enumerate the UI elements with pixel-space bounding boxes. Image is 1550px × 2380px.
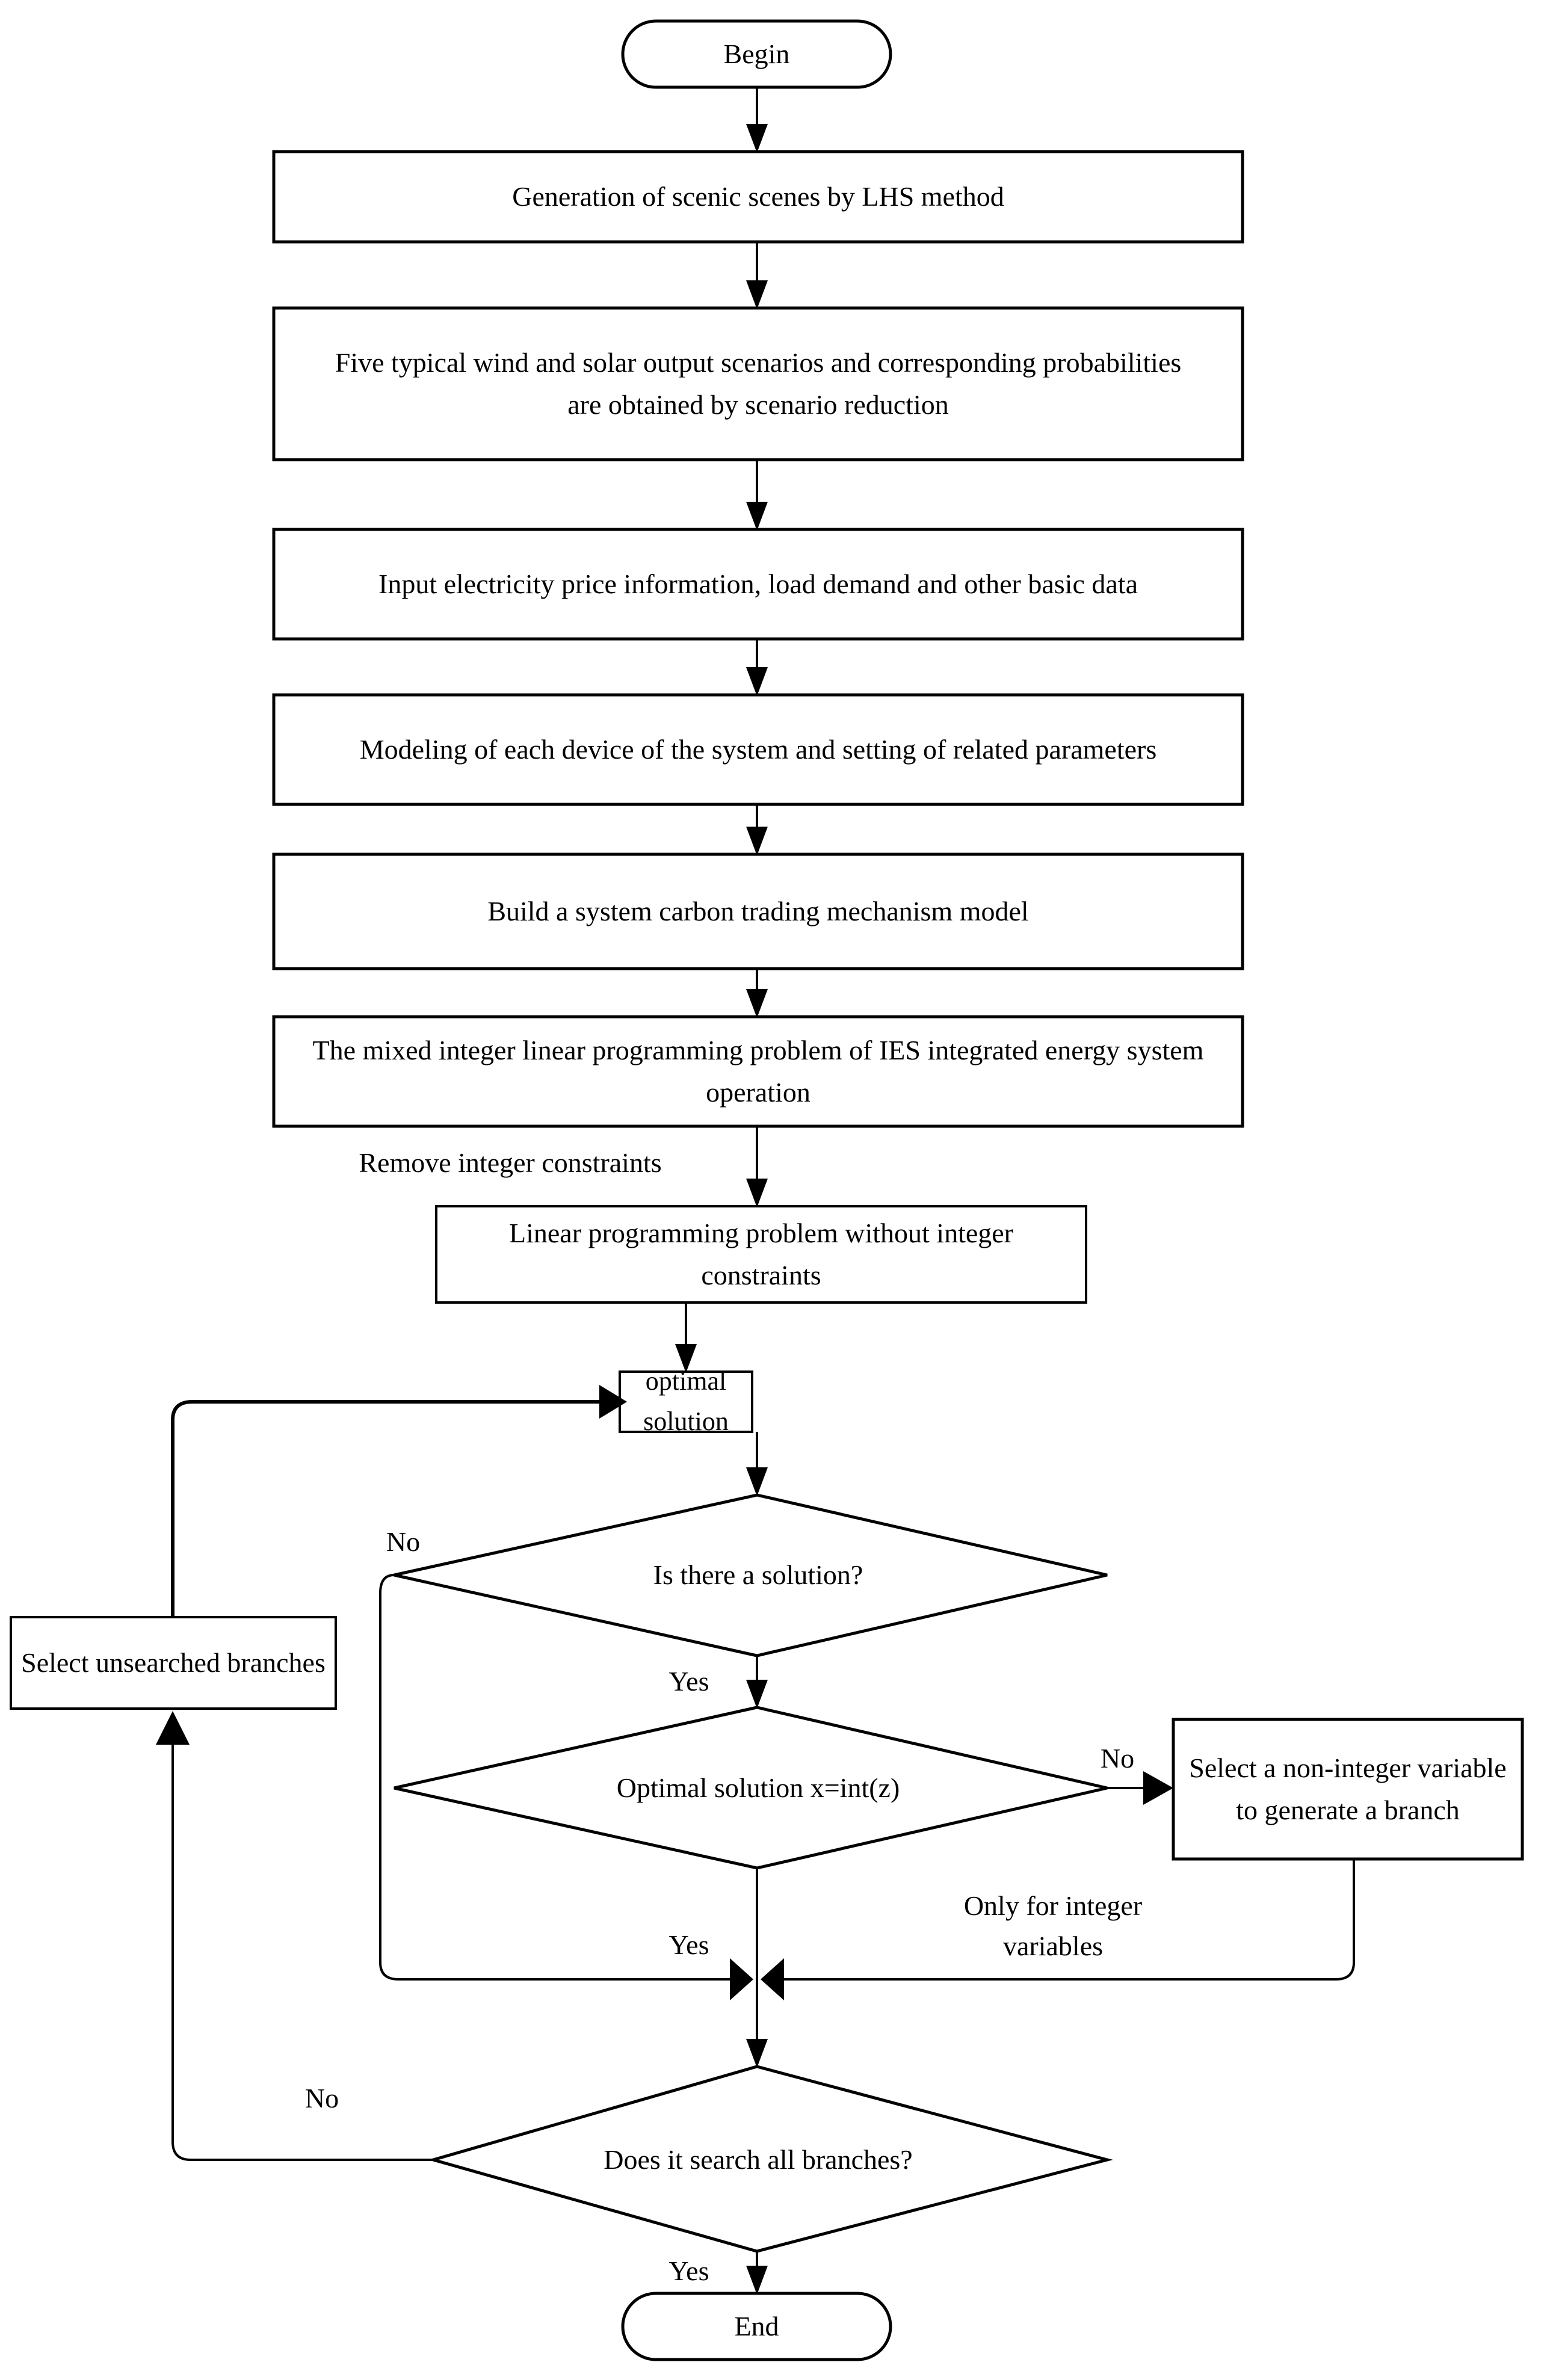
shape-is-there-solution[interactable] <box>394 1493 1108 1657</box>
shape-begin[interactable] <box>621 19 892 89</box>
arrow-begin-to-lhs <box>746 124 768 153</box>
edge-branches-to-optimal <box>171 1400 602 1617</box>
shape-modeling[interactable] <box>272 693 1244 806</box>
arrow-diamond1-no-head <box>730 1958 753 2000</box>
arrow-lp-to-optimal <box>675 1344 697 1373</box>
shape-carbon[interactable] <box>272 852 1244 970</box>
arrow-diamond3-yes <box>746 2266 768 2295</box>
shape-input-data[interactable] <box>272 528 1244 641</box>
arrow-diamond2-no <box>1143 1771 1173 1805</box>
shape-end[interactable] <box>621 2292 892 2361</box>
shape-optimal-int[interactable] <box>394 1706 1108 1870</box>
edge-noninteger-to-merge <box>777 1859 1355 1981</box>
arrow-input-to-modeling <box>746 667 768 696</box>
shape-optimal-solution[interactable] <box>619 1370 753 1433</box>
shape-lp[interactable] <box>435 1205 1087 1304</box>
shape-scenarios[interactable] <box>272 306 1244 461</box>
shape-lhs[interactable] <box>272 150 1244 244</box>
arrow-milp-to-lp <box>746 1179 768 1207</box>
arrow-diamond3-no <box>156 1711 190 1745</box>
arrow-carbon-to-milp <box>746 989 768 1018</box>
shape-milp[interactable] <box>272 1015 1244 1128</box>
arrow-noninteger-to-merge <box>761 1958 784 2000</box>
arrow-branches-to-optimal <box>599 1385 627 1419</box>
edge-diamond3-no <box>171 1730 433 2161</box>
arrow-scenarios-to-input <box>746 502 768 531</box>
arrow-modeling-to-carbon <box>746 827 768 856</box>
shape-search-all[interactable] <box>427 2065 1113 2253</box>
arrow-diamond1-yes <box>746 1680 768 1709</box>
arrow-lhs-to-scenarios <box>746 280 768 309</box>
arrow-optimal-to-diamond1 <box>746 1467 768 1496</box>
shape-select-branches[interactable] <box>10 1616 337 1710</box>
shape-select-noninteger[interactable] <box>1172 1718 1524 1861</box>
edge-diamond1-no <box>379 1574 737 1981</box>
arrow-diamond2-yes-to-diamond3 <box>746 2039 768 2068</box>
